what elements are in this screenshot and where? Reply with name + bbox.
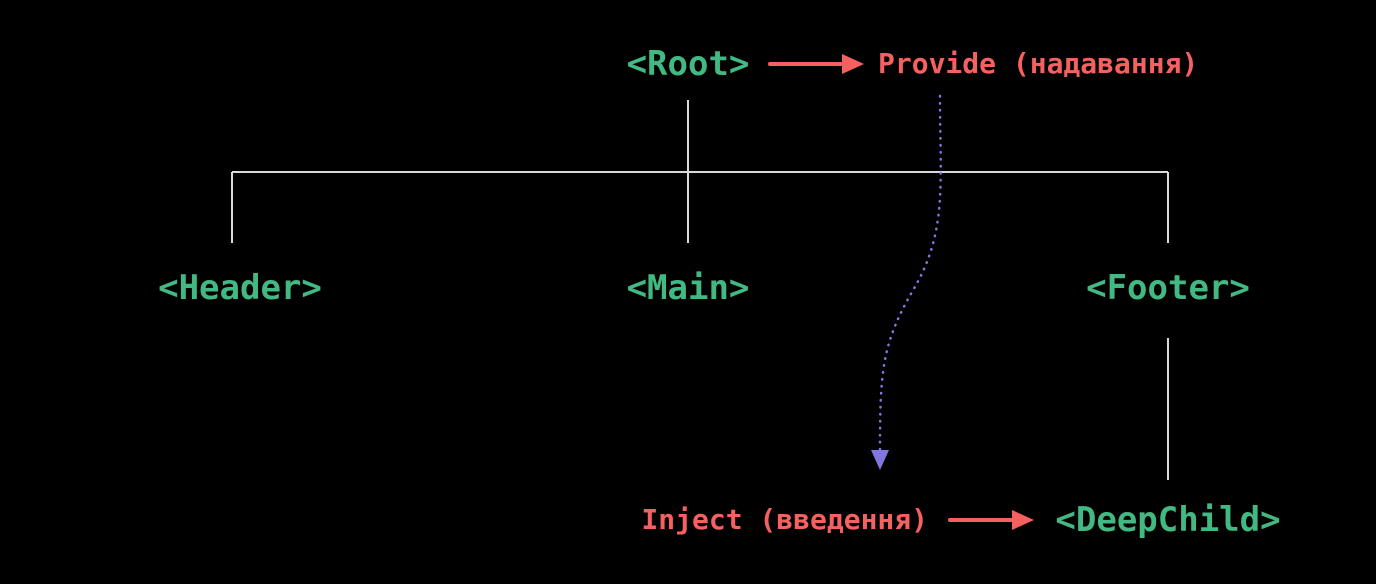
header-node: <Header> bbox=[158, 268, 322, 308]
inject-annotation: Inject (введення) bbox=[641, 503, 928, 536]
root-node: <Root> bbox=[626, 44, 750, 84]
provide-to-inject-dotted-arrow-icon bbox=[871, 94, 942, 470]
provide-arrow-icon bbox=[768, 54, 864, 74]
tree-connector-lines bbox=[231, 100, 1169, 480]
provide-annotation: Provide (надавання) bbox=[878, 47, 1199, 80]
deep-child-node: <DeepChild> bbox=[1055, 500, 1281, 540]
footer-node: <Footer> bbox=[1086, 268, 1250, 308]
inject-arrow-icon bbox=[948, 510, 1034, 530]
main-node: <Main> bbox=[626, 268, 750, 308]
